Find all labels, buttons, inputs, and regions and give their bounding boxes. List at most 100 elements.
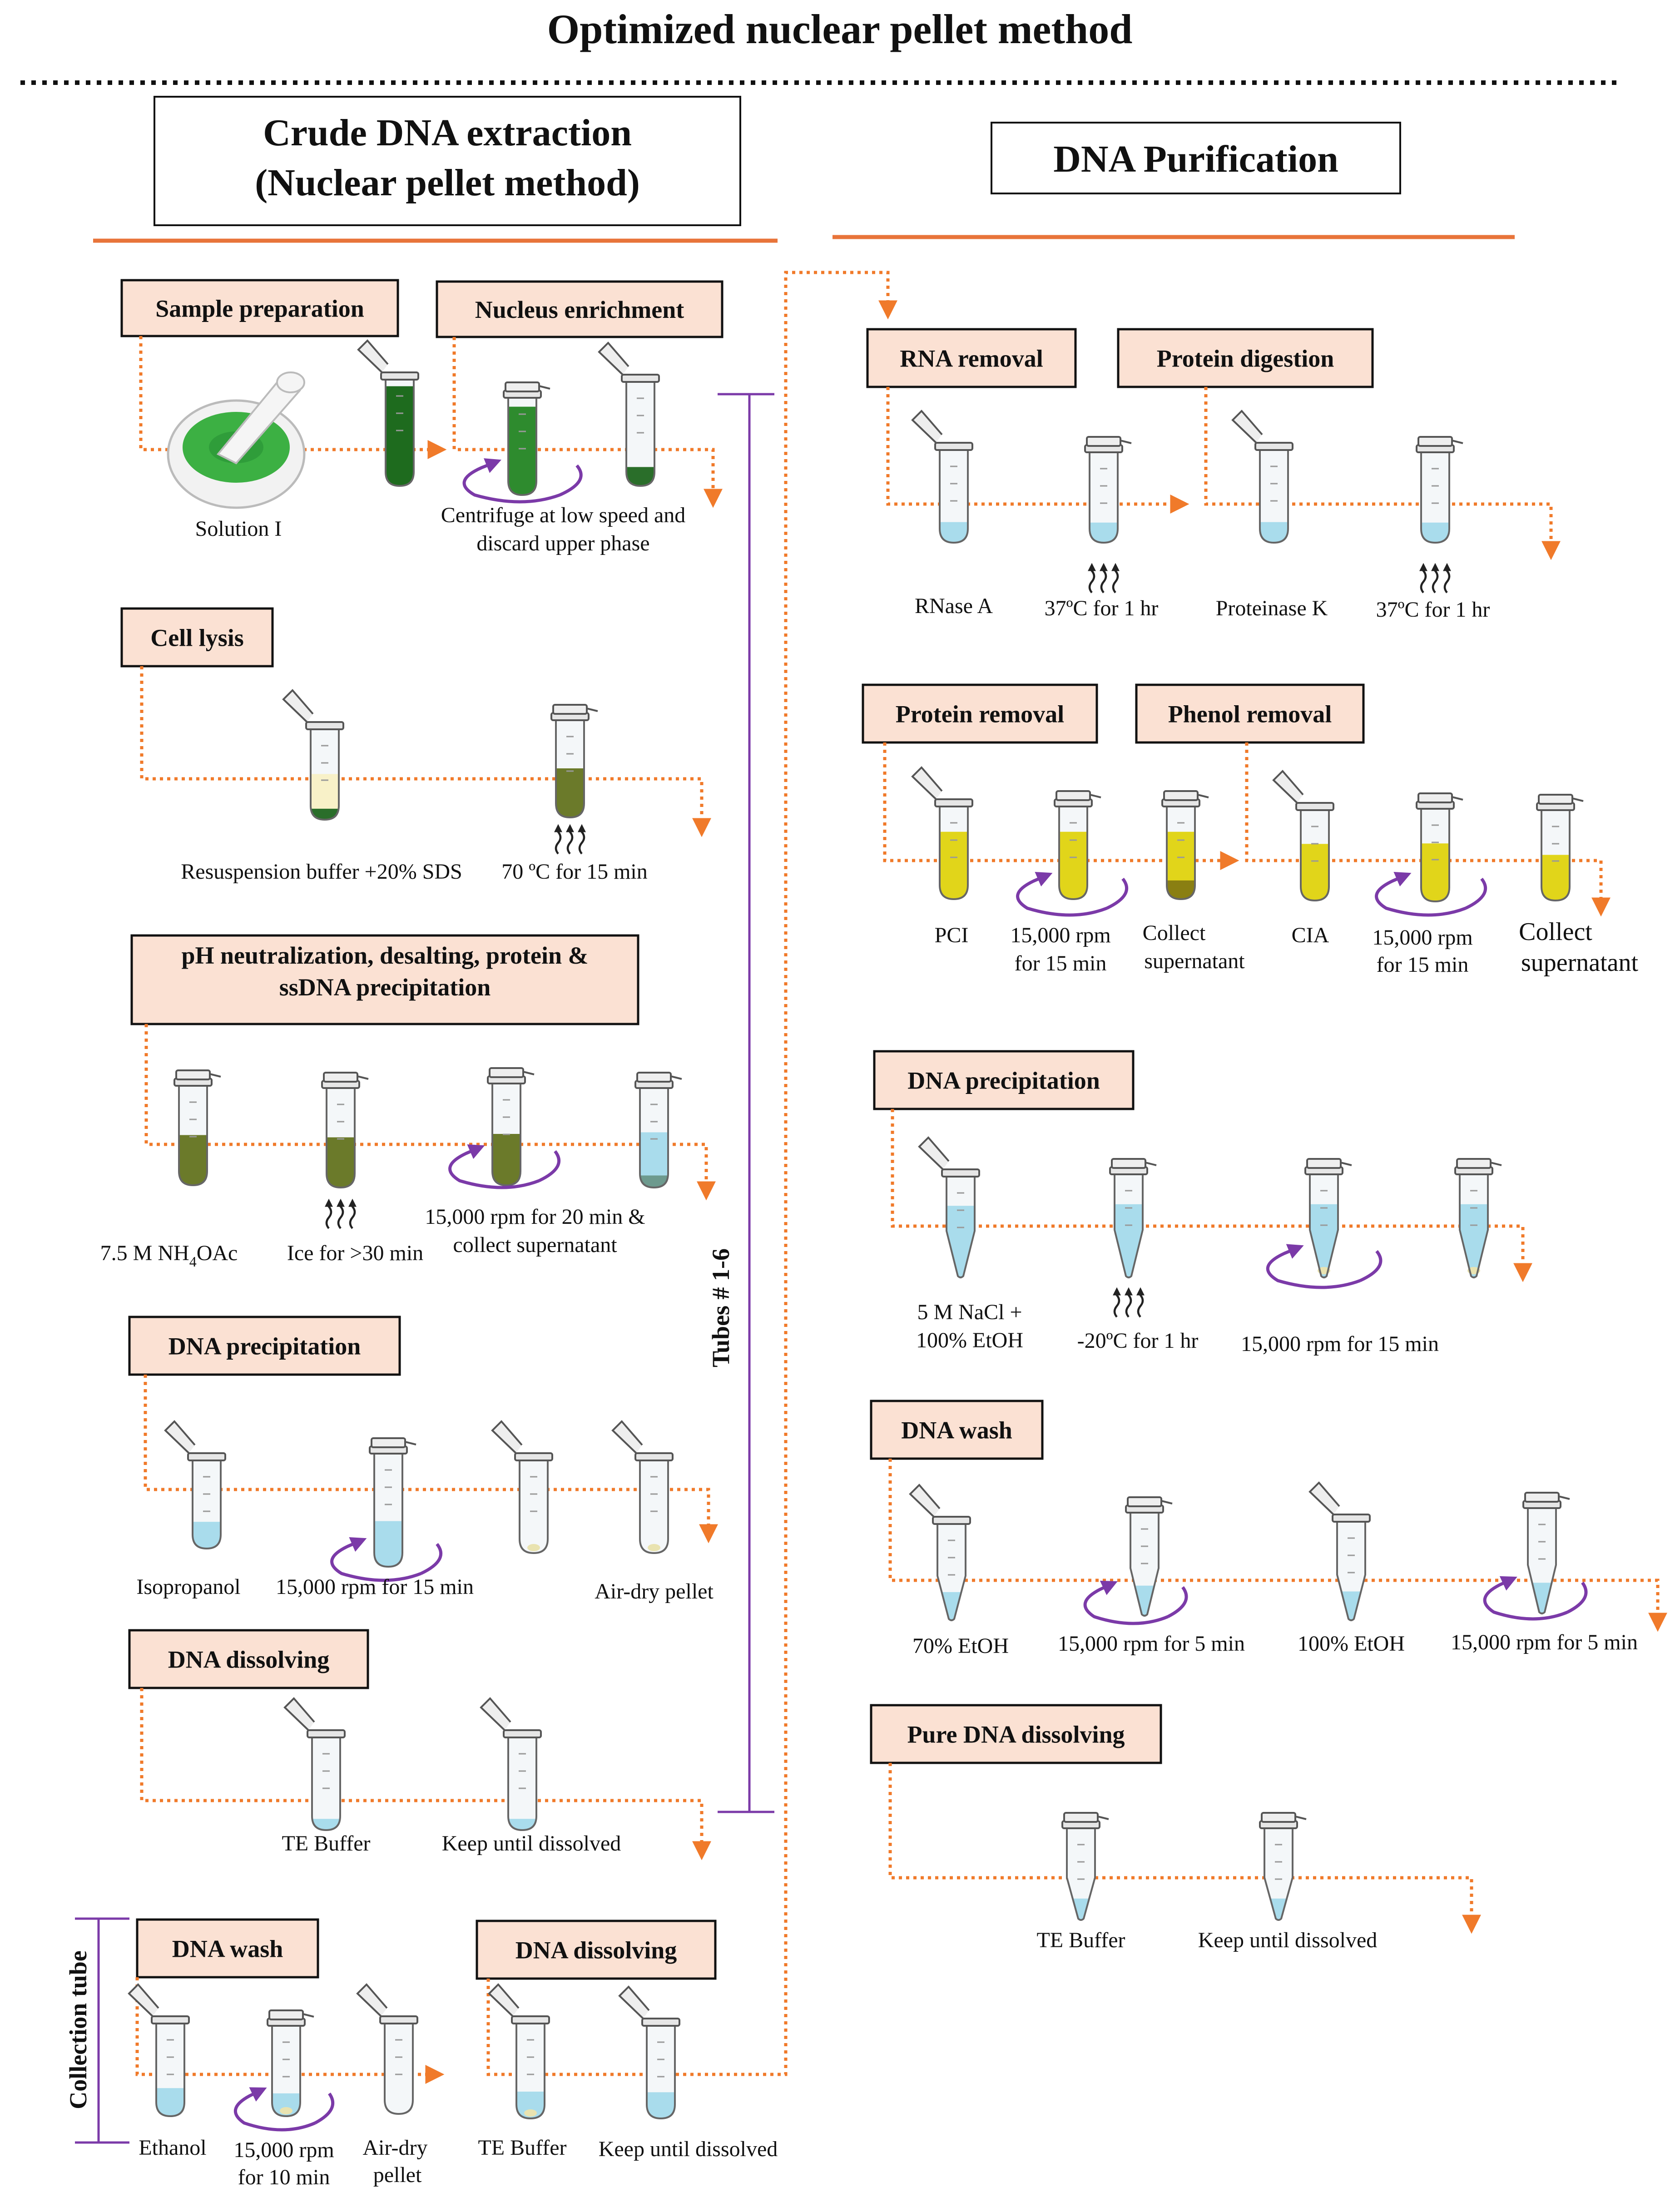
caption-resuspension: Resuspension buffer +20% SDS bbox=[181, 860, 462, 884]
tube-icon bbox=[283, 1697, 346, 1831]
flow-pure bbox=[888, 1763, 1481, 1934]
tube-icon bbox=[356, 1983, 418, 2115]
step-dna-dissolving-left: DNA dissolving bbox=[128, 1629, 369, 1689]
step-pure-dna-dissolving-label: Pure DNA dissolving bbox=[907, 1721, 1125, 1748]
caption-inc1: 37ºC for 1 hr bbox=[1045, 596, 1159, 620]
step-dna-precipitation-right: DNA precipitation bbox=[873, 1050, 1135, 1110]
tubes-label: Tubes # 1-6 bbox=[707, 1248, 734, 1367]
caption-spin15-left: 15,000 rpm for 15 min bbox=[276, 1575, 474, 1599]
tube-icon bbox=[491, 1420, 553, 1554]
tube-icon bbox=[357, 339, 419, 487]
caption-rnase: RNase A bbox=[915, 594, 993, 618]
flow-phenol bbox=[1245, 742, 1611, 917]
caption-airdry2-2: pellet bbox=[373, 2163, 422, 2187]
tube-icon bbox=[1536, 794, 1584, 902]
tube-icon bbox=[267, 2009, 314, 2118]
caption-spin10-2: for 10 min bbox=[238, 2165, 330, 2189]
tube-icon bbox=[1454, 1158, 1502, 1278]
step-dna-wash-right-label: DNA wash bbox=[901, 1417, 1012, 1444]
step-phenol-removal-label: Phenol removal bbox=[1168, 701, 1332, 728]
caption-solution1: Solution I bbox=[195, 517, 282, 541]
tube-icon bbox=[1272, 770, 1334, 902]
step-dna-precipitation-left: DNA precipitation bbox=[128, 1316, 401, 1376]
step-sample-preparation-label: Sample preparation bbox=[155, 295, 364, 322]
caption-keep-left: Keep until dissolved bbox=[442, 1831, 621, 1856]
centrifuge-arrow-icon bbox=[1483, 1578, 1588, 1621]
caption-nh4oac: 7.5 M NH4OAc bbox=[100, 1241, 238, 1270]
caption-spin20-2: collect supernatant bbox=[453, 1233, 617, 1257]
caption-keep-right: Keep until dissolved bbox=[1198, 1928, 1378, 1952]
centrifuge-arrow-icon bbox=[234, 2089, 335, 2132]
step-ph-neutralization-label-1: pH neutralization, desalting, protein & bbox=[181, 942, 588, 969]
step-phenol-removal: Phenol removal bbox=[1135, 683, 1365, 744]
step-dna-precipitation-left-label: DNA precipitation bbox=[168, 1333, 361, 1360]
step-pure-dna-dissolving: Pure DNA dissolving bbox=[870, 1704, 1162, 1764]
centrifuge-arrow-icon bbox=[330, 1539, 443, 1582]
step-protein-removal-label: Protein removal bbox=[896, 701, 1064, 728]
tube-icon bbox=[1054, 790, 1101, 901]
tube-icon bbox=[369, 1437, 416, 1568]
tube-icon bbox=[911, 410, 973, 544]
caption-spin5a: 15,000 rpm for 5 min bbox=[1058, 1632, 1245, 1656]
step-protein-digestion-label: Protein digestion bbox=[1157, 345, 1334, 372]
step-sample-preparation: Sample preparation bbox=[120, 279, 399, 337]
heat-arrows-icon bbox=[1113, 1287, 1145, 1318]
flow-rna bbox=[886, 387, 1189, 514]
caption-centrifuge-2: discard upper phase bbox=[476, 531, 649, 555]
caption-spin5b: 15,000 rpm for 5 min bbox=[1451, 1630, 1638, 1654]
step-rna-removal-label: RNA removal bbox=[900, 345, 1043, 372]
flow-ph bbox=[144, 1024, 716, 1201]
tube-icon bbox=[598, 341, 660, 487]
tube-icon bbox=[1231, 410, 1293, 544]
tube-icon bbox=[173, 1069, 221, 1187]
tube-icon bbox=[1308, 1481, 1371, 1621]
caption-spinpci-1: 15,000 rpm bbox=[1010, 923, 1110, 947]
flow-protein-removal bbox=[883, 742, 1239, 870]
caption-etoh70: 70% EtOH bbox=[912, 1634, 1009, 1658]
flow-precip-right bbox=[891, 1109, 1532, 1282]
step-dna-wash-left: DNA wash bbox=[136, 1918, 319, 1979]
centrifuge-arrow-icon bbox=[1375, 874, 1487, 917]
tube-icon bbox=[911, 766, 973, 901]
centrifuge-arrow-icon bbox=[1266, 1247, 1383, 1289]
step-nucleus-enrichment-label: Nucleus enrichment bbox=[475, 296, 684, 323]
caption-spin10-1: 15,000 rpm bbox=[233, 2138, 334, 2162]
flow-precip-left bbox=[144, 1375, 718, 1544]
caption-collect2-1: Collect bbox=[1519, 918, 1592, 946]
centrifuge-arrow-icon bbox=[448, 1147, 561, 1189]
tube-icon bbox=[909, 1484, 971, 1621]
section-header-crude: Crude DNA extraction (Nuclear pellet met… bbox=[154, 96, 741, 226]
step-ph-neutralization: pH neutralization, desalting, protein &s… bbox=[130, 934, 639, 1025]
step-nucleus-enrichment: Nucleus enrichment bbox=[436, 280, 724, 338]
flow-dissolve-bottom bbox=[486, 271, 897, 2076]
heat-arrows-icon bbox=[325, 1198, 357, 1229]
heat-arrows-icon bbox=[1088, 563, 1120, 594]
step-rna-removal: RNA removal bbox=[866, 328, 1077, 388]
tube-icon bbox=[1061, 1812, 1109, 1921]
section-purification: DNA Purification bbox=[1053, 138, 1338, 180]
tube-icon bbox=[1161, 790, 1209, 901]
step-protein-removal: Protein removal bbox=[862, 683, 1098, 744]
tube-icon bbox=[1084, 436, 1132, 544]
caption-nacl-2: 100% EtOH bbox=[916, 1328, 1023, 1352]
centrifuge-arrow-icon bbox=[462, 461, 583, 504]
caption-centrifuge-1: Centrifuge at low speed and bbox=[441, 503, 686, 527]
tube-icon bbox=[1416, 436, 1463, 544]
caption-keep-bottom: Keep until dissolved bbox=[599, 2137, 778, 2161]
heat-arrows-icon bbox=[1419, 563, 1451, 594]
section-header-purification: DNA Purification bbox=[991, 122, 1401, 194]
tube-icon bbox=[164, 1420, 226, 1550]
tube-icon bbox=[321, 1072, 369, 1189]
tube-icon bbox=[480, 1697, 542, 1831]
caption-isopropanol: Isopropanol bbox=[136, 1575, 240, 1599]
caption-spinpci-2: for 15 min bbox=[1015, 951, 1107, 975]
heat-arrows-icon bbox=[554, 824, 586, 855]
flow-sample bbox=[139, 336, 447, 459]
tube-icon bbox=[918, 1136, 980, 1278]
caption-te-left: TE Buffer bbox=[282, 1831, 370, 1856]
tube-icon bbox=[503, 381, 550, 496]
caption-cold: -20ºC for 1 hr bbox=[1077, 1329, 1199, 1353]
tube-icon bbox=[1109, 1158, 1157, 1278]
caption-inc2: 37ºC for 1 hr bbox=[1376, 598, 1490, 622]
